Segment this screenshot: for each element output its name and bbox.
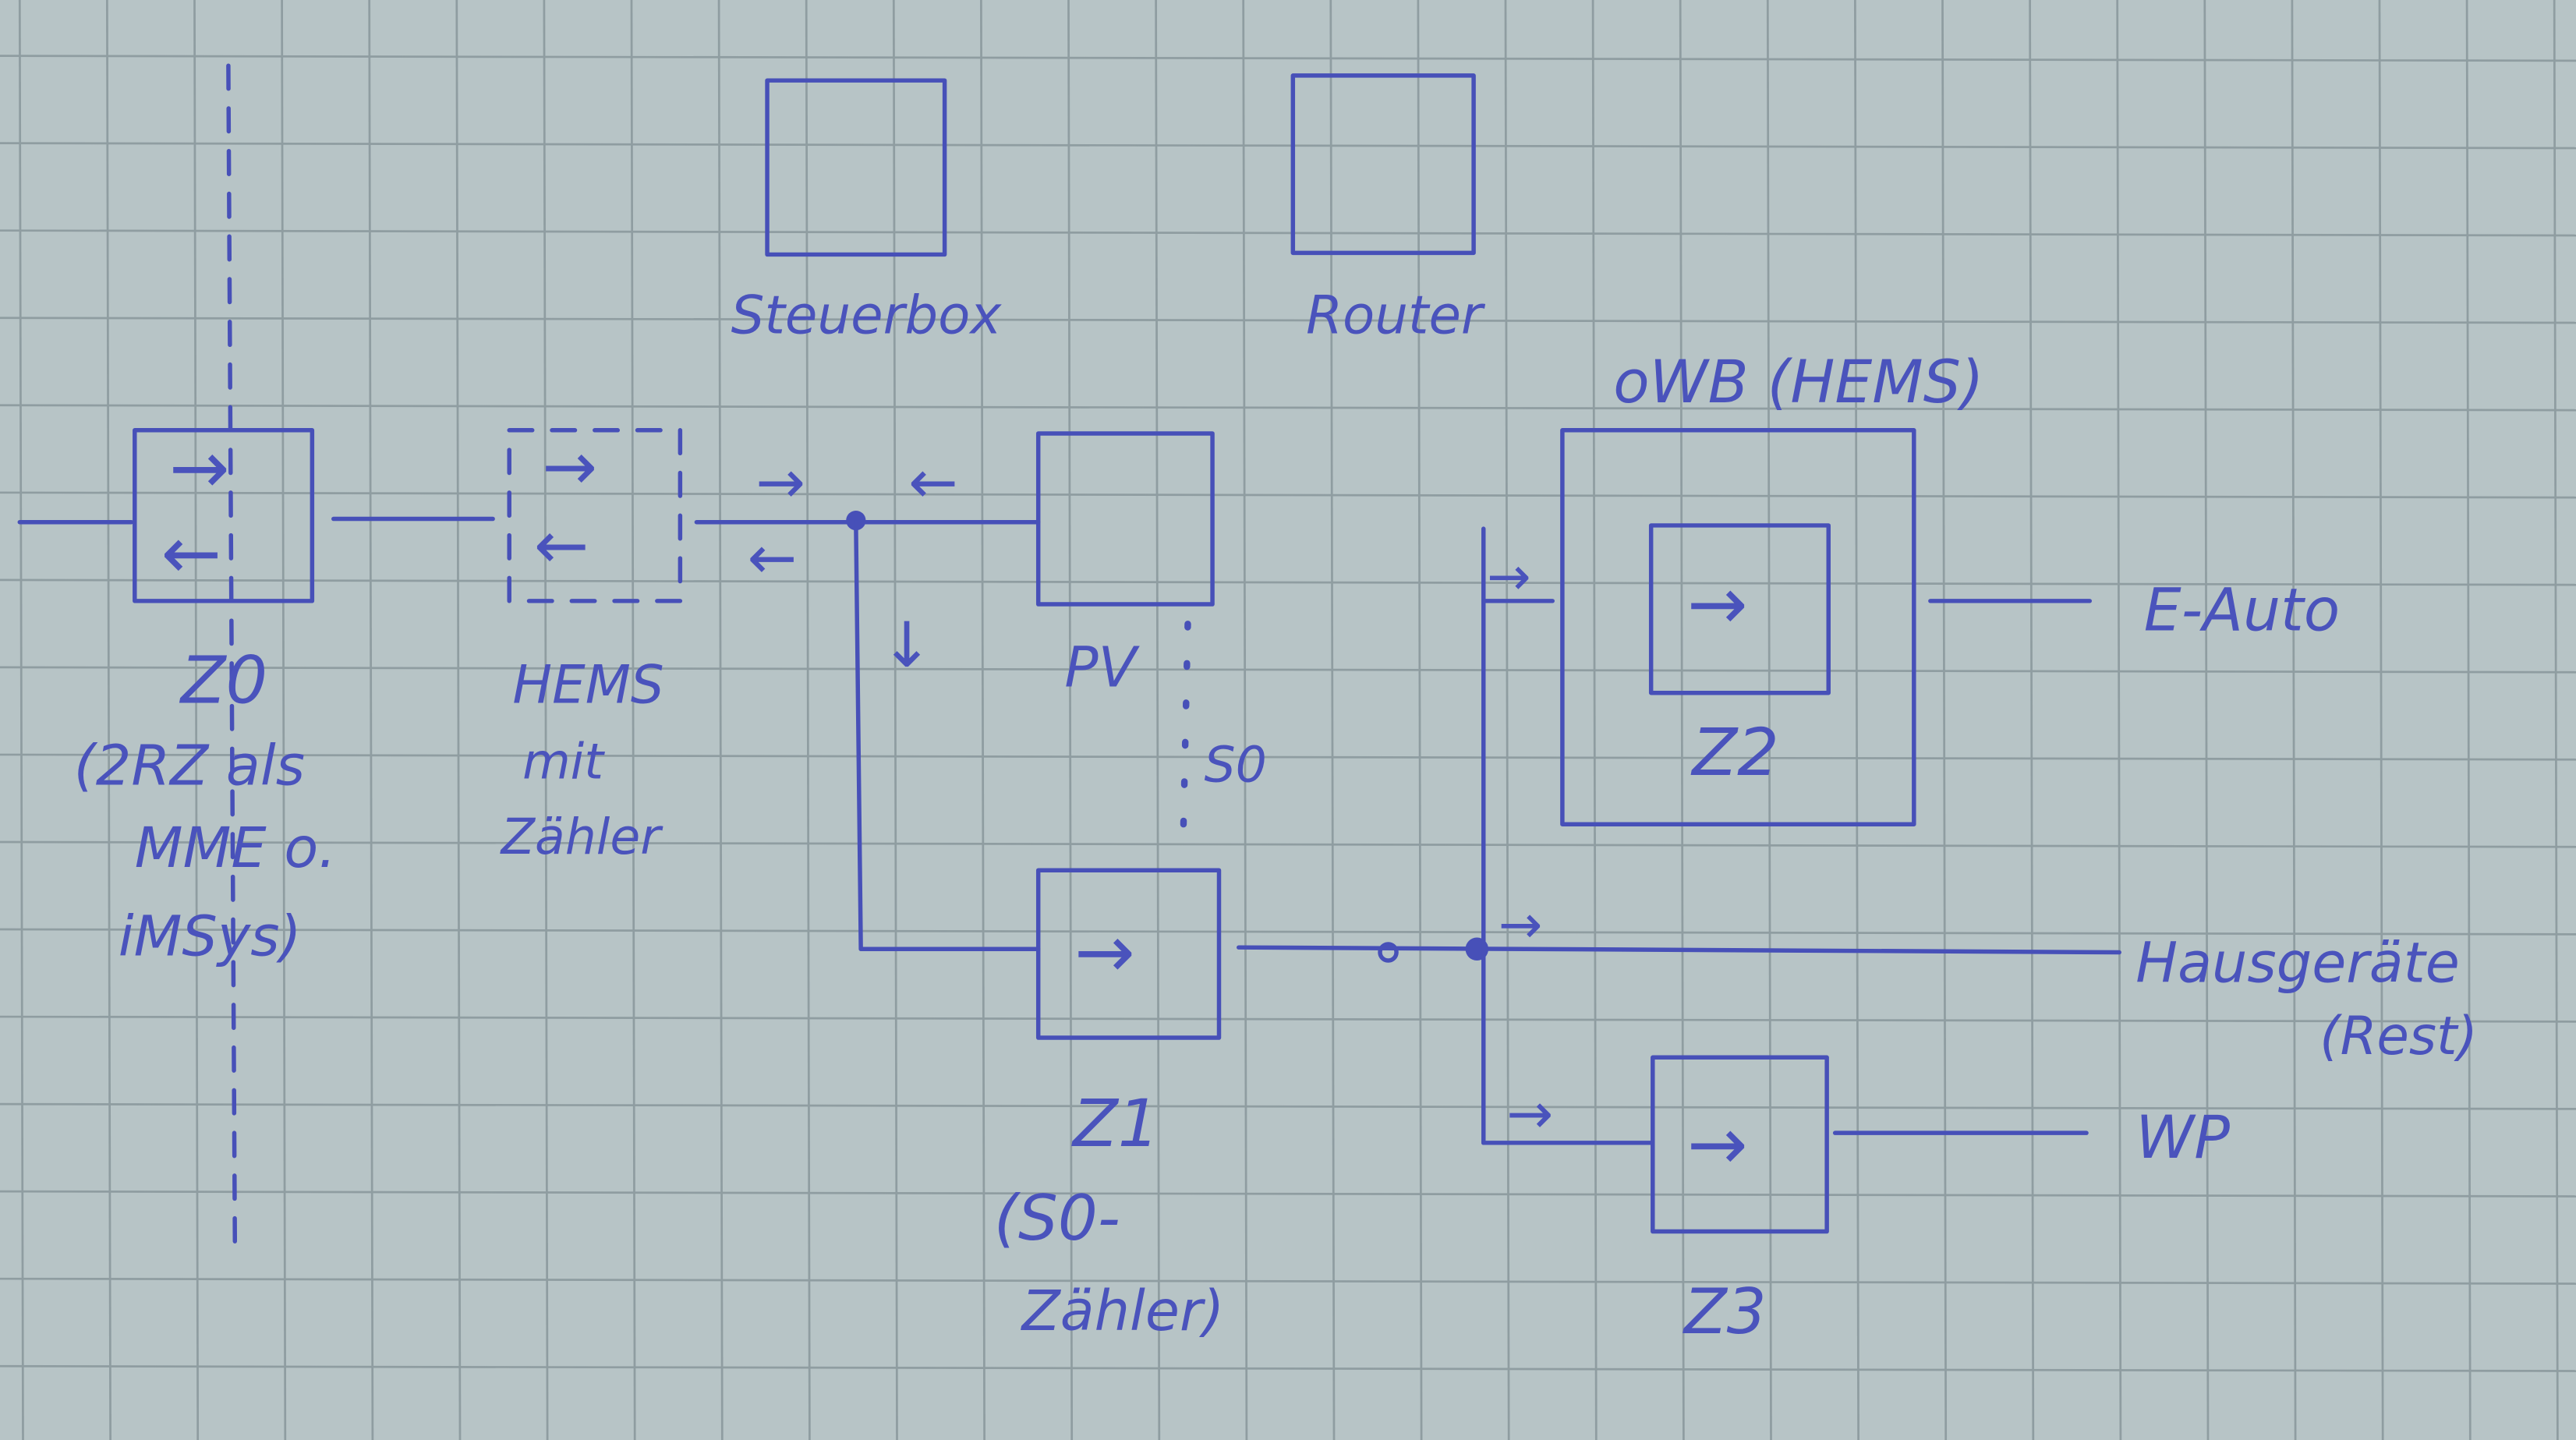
grid-line-vertical: [1417, 0, 1423, 1440]
grid-line-vertical: [543, 0, 549, 1440]
feed-in-arrow-icon: →: [755, 448, 805, 516]
grid-line-vertical: [2203, 0, 2210, 1440]
hems-desc-line-1: mit: [522, 732, 605, 790]
grid-line-horizontal: [0, 404, 2576, 412]
e-auto-label: E-Auto: [2144, 576, 2340, 645]
grid-line-horizontal: [0, 578, 2576, 586]
grid-line-horizontal: [0, 1277, 2576, 1285]
hems-label: HEMS: [512, 653, 663, 715]
grid-line-vertical: [717, 0, 724, 1440]
grid-line-vertical: [368, 0, 374, 1440]
owb-arrow-icon: →: [1487, 545, 1530, 607]
grid-boundary-line: [226, 63, 238, 1251]
grid-line-horizontal: [0, 142, 2576, 150]
hems-arrow-out-icon: ←: [534, 508, 589, 584]
z0-desc-line-2: MME o.: [135, 816, 336, 880]
grid-line-vertical: [2116, 0, 2122, 1440]
z0-arrow-out-icon: ←: [161, 511, 222, 595]
grid-line-horizontal: [0, 753, 2576, 761]
down-arrow-icon: ↓: [880, 609, 932, 681]
z0-arrow-in-icon: →: [169, 426, 230, 510]
z1-desc-line-2: Zähler): [1021, 1279, 1225, 1343]
z1-bus-line: [1237, 945, 2121, 955]
grid-line-vertical: [281, 0, 287, 1440]
grid-line-vertical: [980, 0, 985, 1440]
grid-line-vertical: [2291, 0, 2297, 1440]
feed-out-arrow-icon: ←: [748, 523, 798, 592]
bus-node-small: [1378, 942, 1399, 963]
grid-line-vertical: [1242, 0, 1248, 1440]
grid-line-vertical: [1329, 0, 1336, 1440]
grid-line-vertical: [455, 0, 462, 1440]
router-box[interactable]: [1290, 73, 1476, 256]
z1-arrow-icon: →: [1074, 910, 1135, 994]
grid-line-horizontal: [0, 1190, 2576, 1198]
grid-line-vertical: [106, 0, 111, 1440]
steuerbox-box[interactable]: [765, 78, 947, 257]
s0-signal-line: [1179, 621, 1191, 858]
z2-meter-box[interactable]: [1648, 523, 1831, 695]
grid-line-horizontal: [0, 1015, 2576, 1023]
hems-meter-box[interactable]: [507, 428, 683, 603]
grid-line-vertical: [1941, 0, 1948, 1440]
grid-line-vertical: [18, 0, 24, 1440]
junction-z1-line: [854, 519, 1041, 952]
grid-line-vertical: [1854, 0, 1859, 1440]
grid-line-vertical: [1504, 0, 1510, 1440]
grid-line-horizontal: [0, 55, 2576, 62]
grid-line-horizontal: [0, 928, 2576, 936]
steuerbox-label: Steuerbox: [731, 285, 1003, 346]
z3-arrow-icon: →: [1687, 1102, 1748, 1187]
z0-desc-line-1: (2RZ als: [74, 734, 305, 798]
grid-line-vertical: [805, 0, 811, 1440]
grid-line-vertical: [2029, 0, 2035, 1440]
z2-label: Z2: [1690, 714, 1778, 791]
grid-line-vertical: [630, 0, 636, 1440]
wp-label: WP: [2135, 1103, 2230, 1172]
grid-line-horizontal: [0, 840, 2576, 848]
hems-desc-line-2: Zähler: [500, 808, 664, 865]
grid-line-horizontal: [0, 229, 2576, 237]
hausgeraete-label: Hausgeräte: [2135, 930, 2459, 995]
z2-arrow-icon: →: [1687, 562, 1748, 646]
grid-line-vertical: [892, 0, 898, 1440]
grid-line-vertical: [1679, 0, 1685, 1440]
grid-line-vertical: [1766, 0, 1772, 1440]
grid-line-horizontal: [0, 666, 2576, 674]
grid-line-vertical: [2465, 0, 2472, 1440]
router-label: Router: [1306, 285, 1486, 346]
z0-label: Z0: [179, 642, 267, 718]
grid-line-vertical: [193, 0, 200, 1440]
z0-desc-line-3: iMSys): [119, 904, 302, 969]
grid-line-horizontal: [0, 1364, 2576, 1372]
s0-label: S0: [1205, 735, 1267, 793]
hems-arrow-in-icon: →: [542, 429, 597, 505]
z3-meter-box[interactable]: [1651, 1055, 1829, 1234]
grid-line-vertical: [1155, 0, 1161, 1440]
owb-label: oWB (HEMS): [1613, 348, 1983, 416]
grid-line-vertical: [1591, 0, 1598, 1440]
hausgeraete-arrow-icon: →: [1499, 893, 1542, 955]
z3-label: Z3: [1683, 1275, 1767, 1348]
pv-feed-arrow-icon: ←: [908, 448, 958, 516]
pv-label: PV: [1064, 635, 1140, 699]
z0-meter-box[interactable]: [133, 428, 315, 603]
z1-meter-box[interactable]: [1035, 868, 1222, 1040]
pv-box[interactable]: [1035, 431, 1215, 607]
z1-label: Z1: [1071, 1085, 1159, 1162]
wp-arrow-icon: →: [1506, 1081, 1553, 1146]
grid-line-vertical: [2553, 0, 2559, 1440]
grid-line-vertical: [1067, 0, 1074, 1440]
grid-line-vertical: [2378, 0, 2384, 1440]
hausgeraete-desc: (Rest): [2319, 1005, 2478, 1067]
owb-box[interactable]: [1560, 428, 1916, 826]
grid-line-horizontal: [0, 491, 2576, 499]
grid-line-horizontal: [0, 1102, 2576, 1110]
grid-line-horizontal: [0, 317, 2576, 324]
z1-desc-line-1: (S0-: [994, 1182, 1120, 1254]
